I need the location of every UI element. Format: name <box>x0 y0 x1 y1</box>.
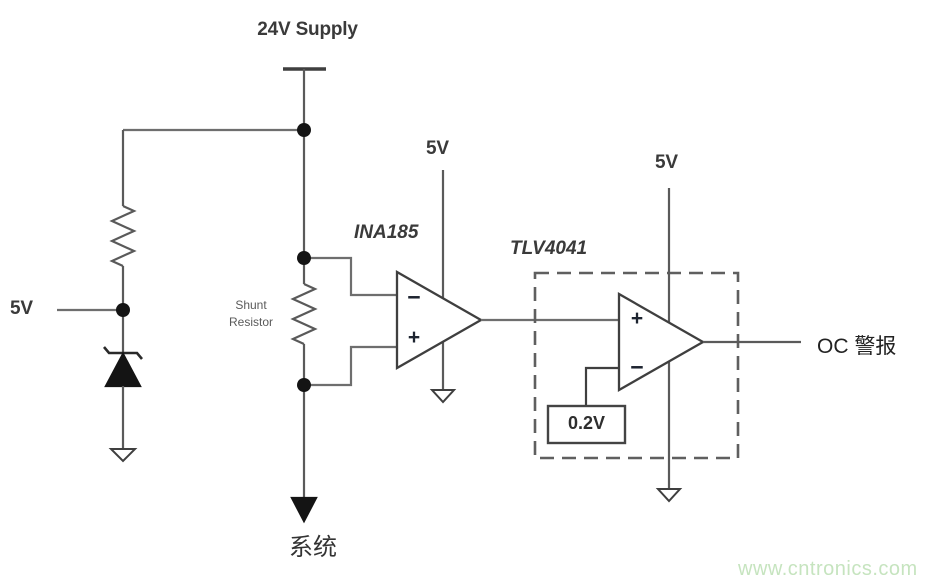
amp2-plus-sign: + <box>630 307 644 330</box>
tlv4041-opamp <box>617 292 706 392</box>
pullup-resistor <box>109 204 137 268</box>
amp1-plus-sign: + <box>407 326 421 349</box>
system-label: 系统 <box>289 534 337 561</box>
wire-sense-minus <box>304 256 396 297</box>
shunt-resistor <box>290 282 318 346</box>
amp2-part-label: TLV4041 <box>510 238 588 259</box>
ina185-opamp <box>395 270 484 370</box>
zener-diode <box>104 351 142 388</box>
shunt-label-line2: Resistor <box>228 315 273 329</box>
tlv-ground-icon <box>655 488 683 503</box>
system-arrow-icon <box>290 496 318 524</box>
watermark-text: www.cntronics.com <box>738 558 918 580</box>
output-label: OC 警报 <box>817 335 897 358</box>
shunt-label-line1: Shunt <box>235 298 267 312</box>
junction-dot <box>297 251 311 265</box>
junction-dot <box>116 303 130 317</box>
shunt-resistor-label: Shunt Resistor <box>217 297 285 331</box>
comparator-boundary-box <box>533 271 740 460</box>
amp1-minus-sign: − <box>407 284 421 310</box>
supply-title: 24V Supply <box>257 19 358 40</box>
amp2-supply-label: 5V <box>655 152 678 173</box>
ground-icon <box>108 448 138 463</box>
junction-dot <box>297 378 311 392</box>
wire-vref-to-minus <box>584 366 619 406</box>
vref-box <box>546 404 627 445</box>
vref-label: 0.2V <box>567 413 606 433</box>
left-supply-label: 5V <box>10 298 33 319</box>
amp1-part-label: INA185 <box>354 222 419 243</box>
junction-dot <box>297 123 311 137</box>
ina-ground-icon <box>429 389 457 404</box>
wire-sense-plus <box>304 345 396 387</box>
amp1-supply-label: 5V <box>426 138 449 159</box>
amp2-minus-sign: − <box>630 354 644 380</box>
